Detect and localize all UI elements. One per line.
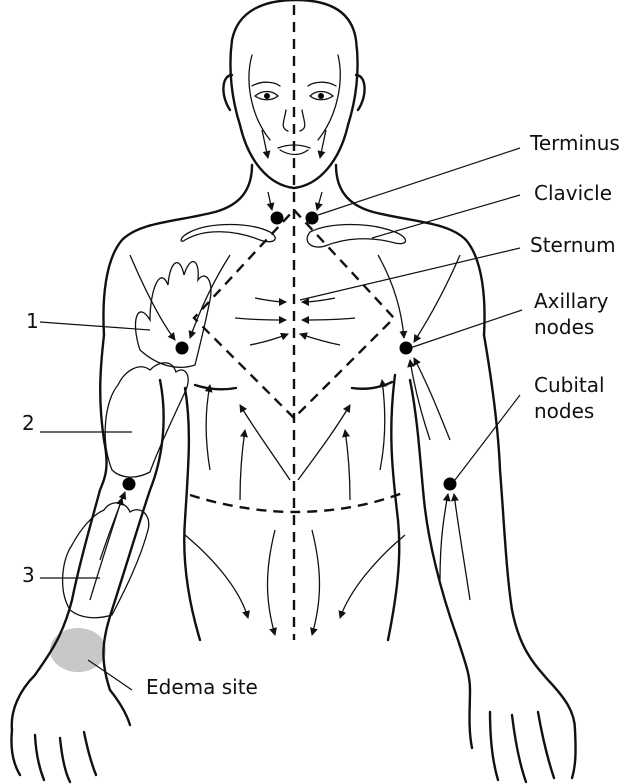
terminus-node-left: [271, 212, 284, 225]
leader-terminus: [318, 148, 520, 215]
leader-axillary: [410, 310, 522, 348]
leader-1: [40, 322, 150, 330]
label-cubital-nodes: Cubital nodes: [534, 372, 605, 424]
label-sternum: Sternum: [530, 232, 616, 258]
terminus-node-right: [306, 212, 319, 225]
drainage-arrows: [90, 192, 470, 635]
edema-site-shade: [50, 628, 106, 672]
axillary-node-left: [176, 342, 189, 355]
label-axillary-nodes: Axillary nodes: [534, 288, 609, 340]
leader-cubital: [455, 395, 520, 480]
leader-sternum: [300, 248, 520, 300]
hand-3: [63, 503, 149, 618]
label-edema-site: Edema site: [146, 674, 258, 700]
label-step-1: 1: [26, 308, 39, 334]
label-step-2: 2: [22, 410, 35, 436]
label-clavicle: Clavicle: [534, 180, 612, 206]
dashed-watersheds: [190, 5, 405, 640]
cubital-node-right: [444, 478, 457, 491]
cubital-node-left: [123, 478, 136, 491]
label-terminus: Terminus: [530, 130, 620, 156]
leader-edema: [88, 660, 132, 690]
hand-2: [105, 363, 188, 477]
lymph-nodes: [123, 212, 457, 491]
label-step-3: 3: [22, 562, 35, 588]
